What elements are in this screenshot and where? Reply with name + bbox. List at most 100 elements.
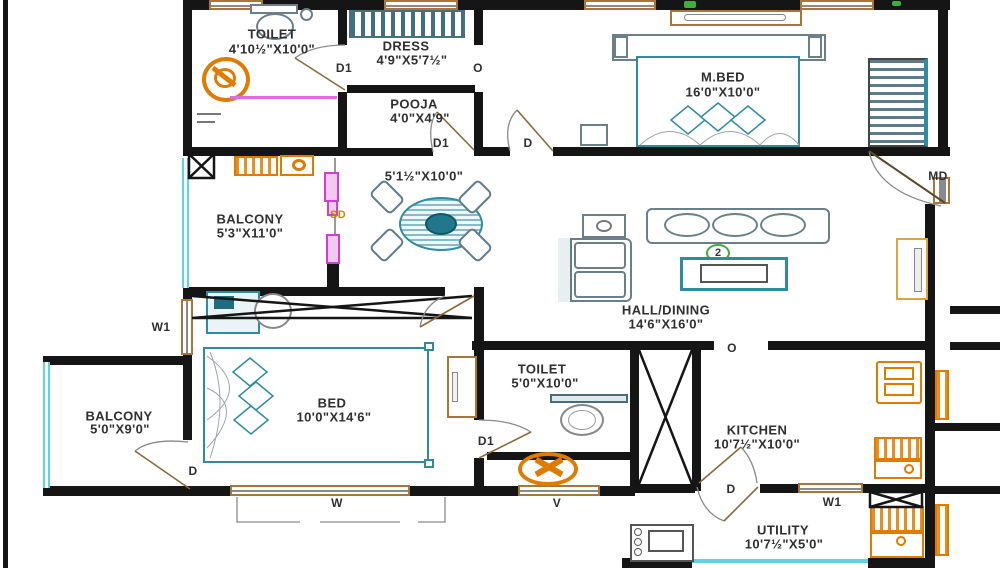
bottom-wall-left [43,486,230,496]
room-label-hall: HALL/DINING [621,302,711,318]
dining-table-center [425,213,457,235]
right-stub-wall-2 [950,342,1000,350]
toilet1-bottom-wall [183,147,347,156]
door-leaf-pooja [436,111,475,151]
utility-open-edge [692,559,868,563]
mbed-linen-folds [639,131,800,146]
door-arc-balcony2 [134,440,189,452]
room-label-balcony1: BALCONY [216,211,284,227]
room-dims-mbed: 16'0"X10'0" [685,84,761,100]
balcony1-railing [182,158,189,288]
marker-o-dress: O [473,61,483,75]
loft-x-bedroom [191,294,473,320]
door-arc-toilet2 [478,419,532,433]
room-label-bed: BED [317,395,347,411]
sofa-count: 2 [714,247,722,259]
balcony1-bottom-stub-wall [327,260,339,290]
door-arc-bedroom [419,295,446,328]
room-dims-hall: 14'6"X16'0" [628,316,704,332]
mbed-right-wall [938,10,948,150]
bed2-linen-folds [206,351,230,459]
door-leaf-kitchen [698,446,742,484]
duct-x-utility [869,490,923,509]
window-top-mbed-left [584,0,656,10]
duct-x-main [637,349,694,485]
toilet1-accessory [300,8,313,21]
balcony1-counter [234,156,278,176]
entry-shoe-cabinet-shelf [914,248,922,292]
mbed-wardrobe [868,58,928,147]
room-label-toilet1: TOILET [247,26,297,42]
duct-right-wall [692,341,701,491]
toilet1-wc-bowl [256,13,294,40]
right-stub-wall-3 [930,423,1000,431]
right-cabinet-upper [935,370,949,420]
dress-wardrobe [349,10,465,38]
dress-pooja-divider-wall [347,85,475,93]
room-label-toilet2: TOILET [517,361,567,377]
kitchen-stove-burner [884,383,914,396]
room-dims-balcony2: 5'0"X9'0" [90,421,150,437]
room-label-kitchen: KITCHEN [726,422,788,438]
pooja-bottom-wall [347,148,433,156]
marker-o-hall: O [727,341,737,355]
window-top-mbed-right [800,0,874,10]
window-top-dress [384,0,458,10]
duct-left-wall [630,341,639,491]
pillow [231,357,269,387]
plant-icon [684,1,696,8]
toilet2-shower-icon [518,452,578,486]
door-arc-kitchen [740,446,758,484]
marker-d1-toilet1: D1 [335,61,353,75]
sofa-cushion [664,213,710,237]
kitchen-top-wall-left [701,341,714,350]
duct-box-utility [868,490,924,509]
plant-icon [892,1,901,6]
marker-w-bottom: W [331,496,343,510]
bottom-wall-right [600,486,635,496]
room-label-utility: UTILITY [757,522,809,538]
door-leaf-mbed [516,109,554,152]
toilet2-counter [550,394,628,403]
room-dims-toilet2: 5'0"X10'0" [511,375,579,391]
utility-top-wall-b [760,484,798,493]
kitchen-counter [874,437,922,460]
door-leaf-main [868,150,946,204]
toilet2-wc-inner [568,410,596,430]
right-cabinet-lower [935,504,949,556]
pillow [669,105,707,135]
sofa-cushion [712,213,758,237]
washing-machine-knob [634,528,642,536]
balcony2-railing [43,362,50,488]
mbed-side-table-right [808,36,822,58]
bed-top-wall [183,287,445,296]
dress-right-wall-upper [474,10,483,45]
bay-window-outline [236,497,446,523]
mbed-bottom-wall-left [483,147,510,156]
pillow [237,381,275,411]
room-dims-balcony1: 5'3"X11'0" [216,225,284,241]
room-label-mbed: M.BED [701,69,745,85]
right-outer-wall-lower [925,204,935,568]
utility-top-wall-a [635,484,695,493]
marker-d1-toilet2: D1 [477,434,495,448]
room-dims-dress: 4'9"X5'7½" [376,52,448,68]
toilet1-tap-mark [197,113,221,115]
door-arc-toilet1 [294,44,346,59]
bed-left-wall-upper [183,287,192,299]
marker-d1-pooja: D1 [432,136,450,150]
marker-d-balcony2: D [188,464,198,478]
right-stub-wall-4 [930,486,1000,494]
toilet1-partition-line [230,96,337,99]
utility-top-wall-c [863,484,925,493]
marker-w1-utility: W1 [822,495,842,509]
door-arc-utility [696,486,725,522]
toilet2-duct-top-wall [472,341,701,350]
washing-machine-knob [634,538,642,546]
door-leaf-toilet1 [294,57,346,91]
sofa-two-seater-cushion [574,242,626,269]
utility-bottom-wall-left [622,558,692,568]
bottom-wall-mid [410,486,518,496]
bed-right-wall-upper [474,287,484,420]
